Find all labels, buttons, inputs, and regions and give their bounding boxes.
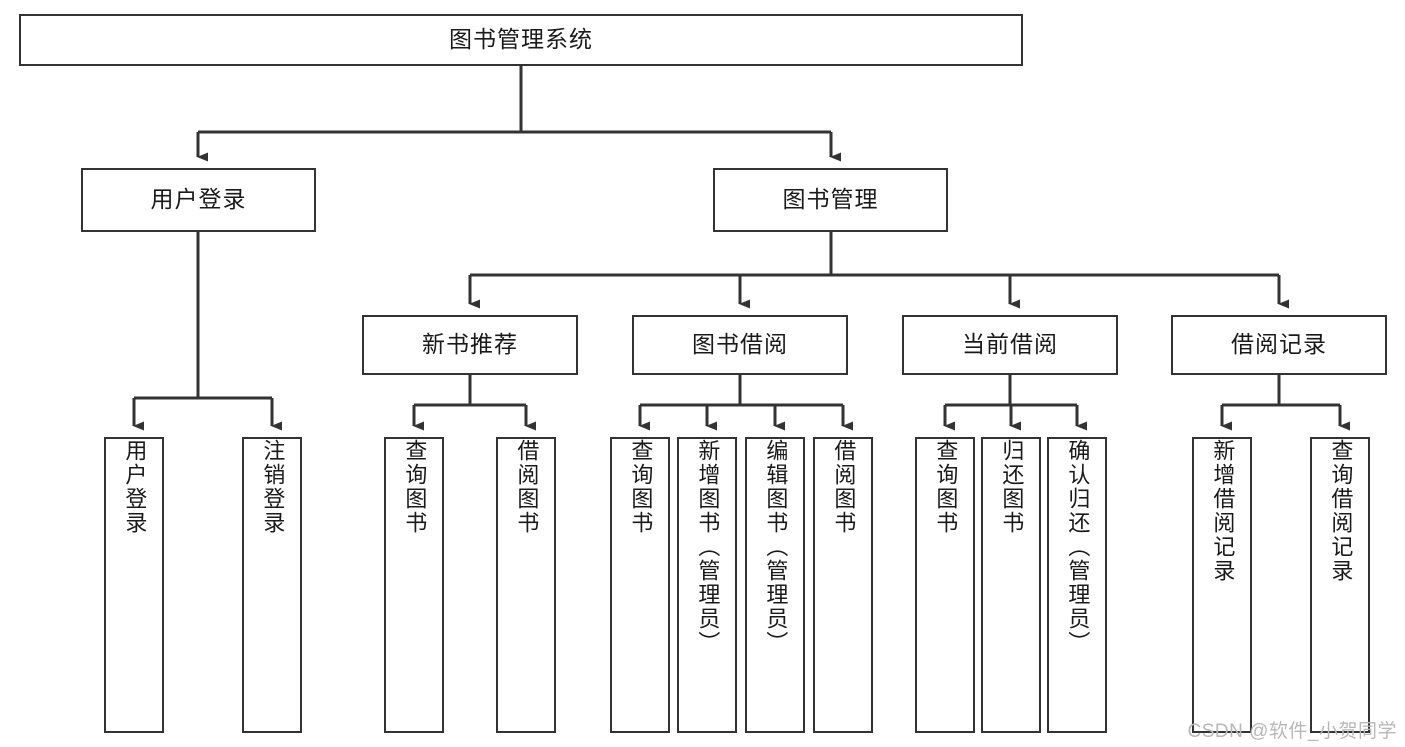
leaf-user-login[interactable]: 用户登录: [104, 437, 164, 733]
leaf-logout[interactable]: 注销登录: [242, 437, 302, 733]
node-new-book-recommend[interactable]: 新书推荐: [362, 315, 578, 375]
node-user-login[interactable]: 用户登录: [81, 168, 316, 232]
leaf-current-return-book[interactable]: 归还图书: [981, 437, 1041, 733]
node-label: 当前借阅: [962, 331, 1058, 358]
node-borrow-records[interactable]: 借阅记录: [1171, 315, 1387, 375]
node-label: 新增借阅记录: [1210, 439, 1236, 583]
node-label: 借阅记录: [1231, 331, 1327, 358]
node-label: 注销登录: [260, 439, 286, 535]
leaf-newbook-query-book[interactable]: 查询图书: [384, 437, 444, 733]
leaf-borrow-add-book-admin[interactable]: 新增图书（管理员）: [677, 437, 737, 733]
node-label: 图书管理系统: [449, 26, 593, 53]
node-label: 编辑图书（管理员）: [763, 439, 789, 655]
leaf-newbook-borrow-book[interactable]: 借阅图书: [496, 437, 556, 733]
node-label: 图书借阅: [692, 331, 788, 358]
node-label: 查询图书: [402, 439, 428, 535]
node-label: 查询图书: [933, 439, 959, 535]
leaf-borrow-query-book[interactable]: 查询图书: [610, 437, 670, 733]
node-label: 新增图书（管理员）: [695, 439, 721, 655]
leaf-borrow-borrow-book[interactable]: 借阅图书: [813, 437, 873, 733]
node-label: 借阅图书: [831, 439, 857, 535]
node-label: 借阅图书: [514, 439, 540, 535]
node-book-management[interactable]: 图书管理: [713, 168, 948, 232]
node-label: 查询借阅记录: [1328, 439, 1354, 583]
node-book-borrow[interactable]: 图书借阅: [632, 315, 848, 375]
node-label: 用户登录: [122, 439, 148, 535]
node-current-borrow[interactable]: 当前借阅: [902, 315, 1118, 375]
leaf-records-query-record[interactable]: 查询借阅记录: [1310, 437, 1370, 733]
node-root-system[interactable]: 图书管理系统: [19, 14, 1023, 66]
node-label: 图书管理: [782, 186, 879, 213]
leaf-current-confirm-return-admin[interactable]: 确认归还（管理员）: [1047, 437, 1107, 733]
node-label: 查询图书: [628, 439, 654, 535]
node-label: 确认归还（管理员）: [1065, 439, 1091, 655]
watermark-text: CSDN @软件_小贺同学: [1187, 721, 1397, 742]
leaf-current-query-book[interactable]: 查询图书: [915, 437, 975, 733]
leaf-borrow-edit-book-admin[interactable]: 编辑图书（管理员）: [745, 437, 805, 733]
node-label: 新书推荐: [422, 331, 518, 358]
leaf-records-add-record[interactable]: 新增借阅记录: [1192, 437, 1252, 733]
node-label: 用户登录: [150, 186, 247, 213]
node-label: 归还图书: [999, 439, 1025, 535]
